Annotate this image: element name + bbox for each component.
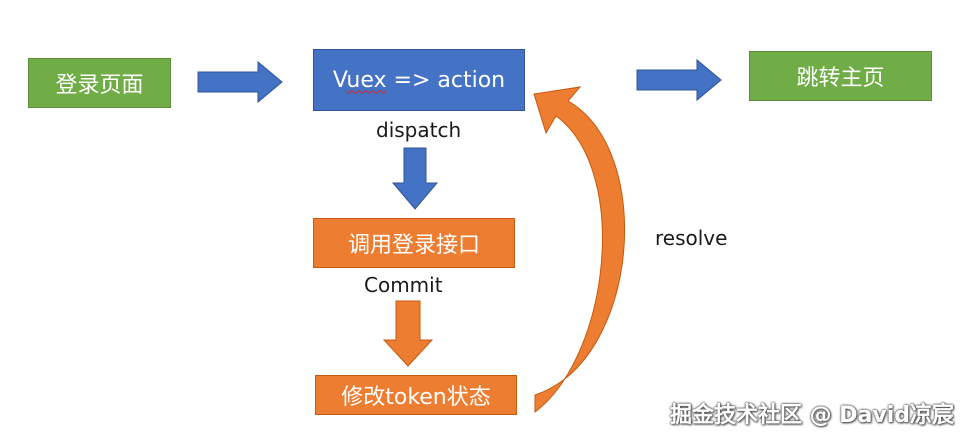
arrow-dispatch-down <box>391 147 439 210</box>
edge-label-resolve: resolve <box>655 226 728 250</box>
node-call-login-api: 调用登录接口 <box>313 218 515 268</box>
watermark: 掘金技术社区 @ David凉宸 <box>669 403 954 428</box>
arrow-commit-down <box>382 300 434 367</box>
arrow-resolve-curve <box>533 86 626 414</box>
node-jump-home: 跳转主页 <box>749 51 932 101</box>
node-vuex-action: Vuex => action <box>313 49 525 111</box>
arrow-login-to-vuex <box>197 60 283 104</box>
node-jump-home-label: 跳转主页 <box>796 66 885 91</box>
edge-label-commit: Commit <box>364 273 443 297</box>
edge-label-dispatch: dispatch <box>376 118 462 142</box>
node-login-page-label: 登录页面 <box>55 73 144 98</box>
node-modify-token-label: 修改token状态 <box>341 385 491 410</box>
node-modify-token: 修改token状态 <box>315 375 517 415</box>
node-vuex-action-label: Vuex => action <box>332 67 506 93</box>
node-call-login-api-label: 调用登录接口 <box>347 233 480 258</box>
node-login-page: 登录页面 <box>28 58 171 108</box>
arrow-vuex-to-home <box>636 58 722 102</box>
